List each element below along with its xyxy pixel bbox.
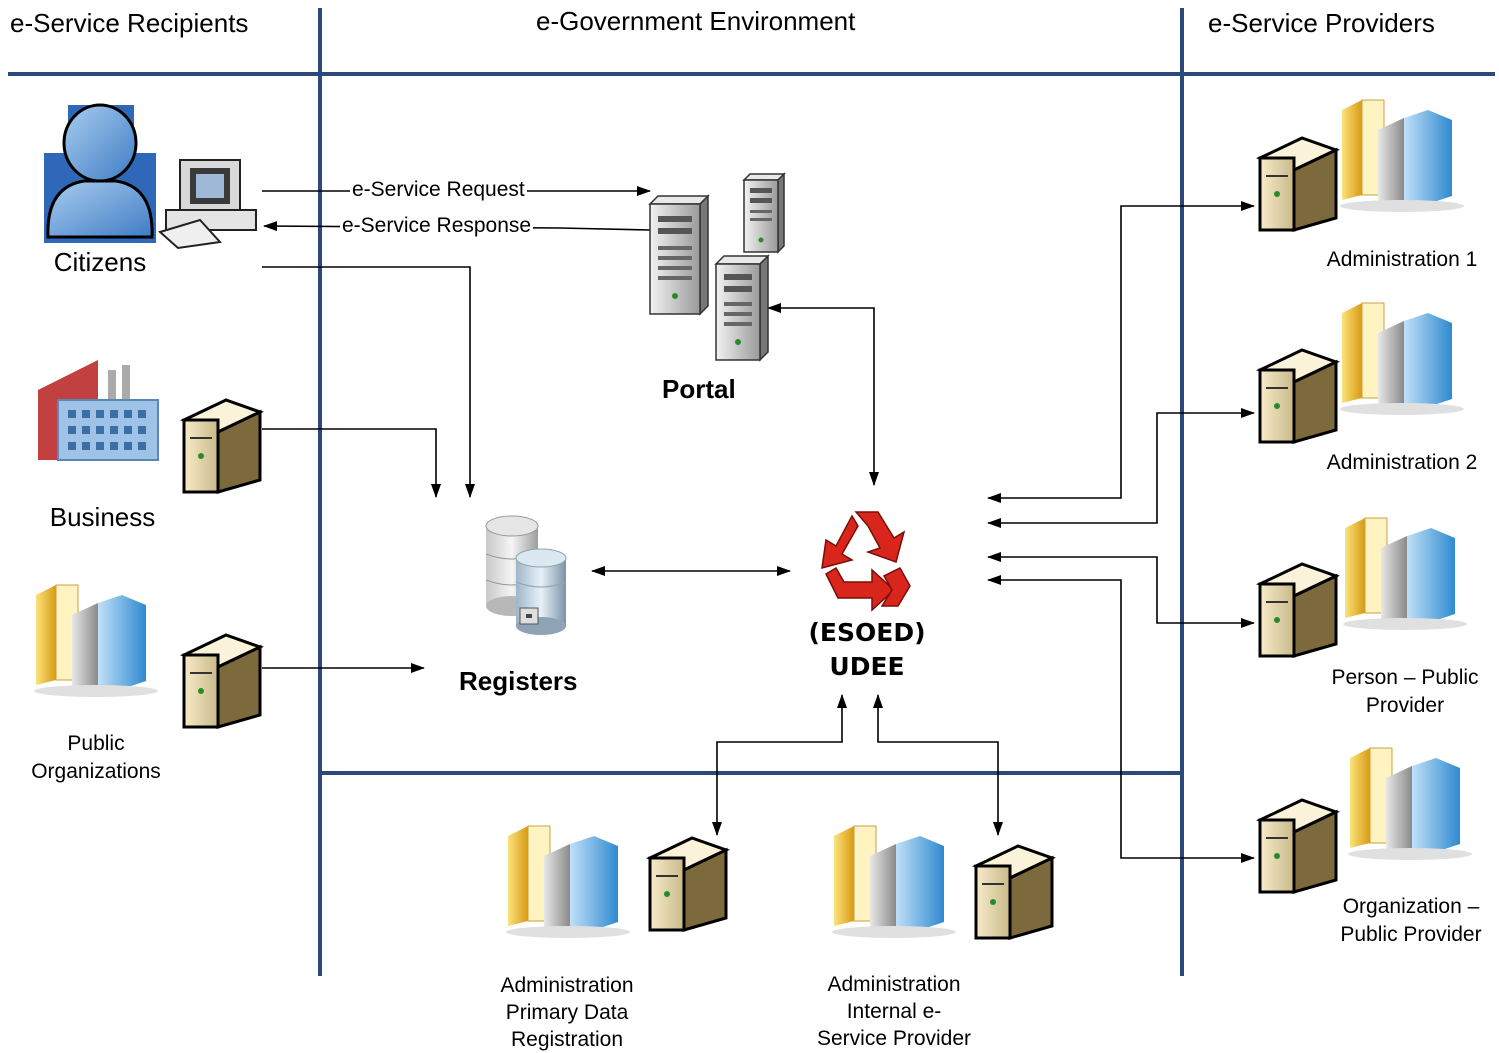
portal-servers-icon — [648, 172, 786, 362]
database-icon — [485, 515, 567, 635]
business-label: Business — [49, 502, 156, 532]
internal-service-provider-label: Administration Internal e- Service Provi… — [816, 973, 972, 1050]
udee-org-arrow — [987, 575, 1255, 863]
server-icon — [1256, 348, 1340, 444]
recipients-header: e-Service Recipients — [10, 8, 249, 38]
factory-icon — [38, 360, 159, 461]
providers-header: e-Service Providers — [1208, 8, 1435, 38]
person-icon — [44, 103, 156, 243]
server-icon — [1256, 562, 1340, 658]
computer-icon — [157, 159, 257, 250]
admin2-label: Administration 2 — [1326, 451, 1478, 474]
citizens-to-registers-arrow — [262, 266, 475, 498]
server-icon — [646, 836, 730, 932]
udee-label-line1: (ESOED) — [808, 618, 926, 647]
portal-label: Portal — [662, 374, 736, 404]
portal-udee-arrow — [767, 303, 879, 486]
response-label: e-Service Response — [340, 214, 534, 238]
server-icon — [972, 844, 1056, 940]
udee-admin1-arrow — [987, 201, 1255, 503]
request-label: e-Service Request — [350, 178, 527, 202]
udee-admin2-arrow — [987, 408, 1255, 528]
environment-header: e-Government Environment — [536, 6, 856, 36]
registers-label: Registers — [459, 666, 578, 696]
recycle-icon — [821, 511, 911, 612]
server-icon — [1256, 136, 1340, 232]
business-to-registers-arrow — [262, 428, 441, 498]
primary-data-registration-label: Administration Primary Data Registration — [500, 974, 634, 1051]
server-icon — [1256, 798, 1340, 894]
building-icons — [34, 99, 1472, 938]
server-icon — [180, 633, 264, 729]
organization-public-provider-label: Organization – Public Provider — [1340, 895, 1482, 946]
office-buildings-icon — [506, 825, 630, 938]
public-organizations-label: Public Organizations — [31, 732, 161, 783]
office-buildings-icon — [832, 825, 956, 938]
udee-internal-provider-arrow — [873, 694, 1003, 836]
admin1-label: Administration 1 — [1326, 248, 1478, 271]
office-buildings-icon — [1340, 302, 1464, 415]
office-buildings-icon — [34, 584, 158, 697]
office-buildings-icon — [1343, 517, 1467, 630]
udee-primary-data-arrow — [712, 694, 847, 836]
udee-label-line2: UDEE — [829, 652, 905, 681]
citizens-label: Citizens — [53, 247, 147, 277]
person-public-provider-label: Person – Public Provider — [1331, 666, 1479, 717]
server-icons — [180, 136, 1340, 940]
office-buildings-icon — [1348, 747, 1472, 860]
office-buildings-icon — [1340, 99, 1464, 212]
server-icon — [180, 398, 264, 494]
